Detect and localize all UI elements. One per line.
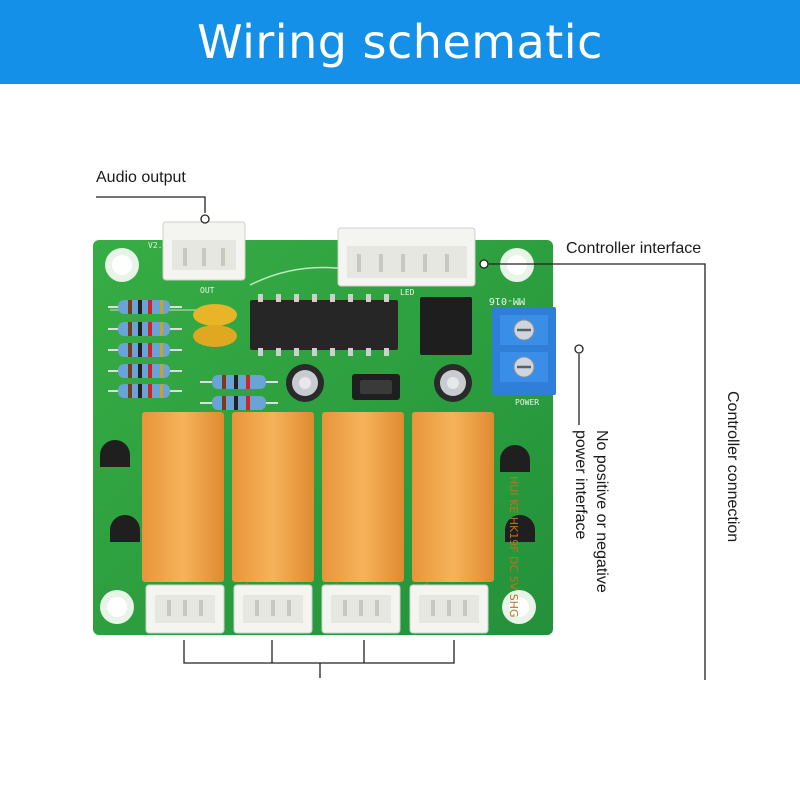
mounting-hole [500,248,534,282]
transistor [110,515,140,542]
resistor-bank [108,300,278,410]
electrolytic-capacitor [434,364,472,402]
mounting-hole [100,590,134,624]
page-title: Wiring schematic [197,15,603,69]
out-silk-label: OUT [200,286,215,295]
input-connector [145,584,225,634]
controller-connection-label: Controller connection [724,391,741,543]
audio-output-label: Audio output [96,169,186,186]
relay: HUI KE HK19F DC 5V SHG [412,412,520,617]
input-connector [321,584,401,634]
led-silk-label: LED [400,288,415,297]
svg-text:HUI KE HK19F DC 5V SHG: HUI KE HK19F DC 5V SHG [507,476,520,617]
power-terminal-block [492,307,556,395]
audio-output-connector [162,221,246,281]
power-interface-label-line2: power interface [572,430,589,540]
power-interface-label-line1: No positive or negative [593,430,610,593]
ceramic-capacitors [193,304,237,347]
mounting-hole [105,248,139,282]
ic-chip [250,294,398,356]
transistor [500,445,530,472]
transistor [100,440,130,467]
mounting-hole [502,590,536,624]
regulator-chip [420,297,472,355]
header-banner [0,0,800,84]
audio-output-leader [96,196,206,213]
version-silk-label: V2.0 [148,241,167,250]
controller-interface-connector [337,227,476,287]
transistor [505,515,535,542]
bottom-bracket [183,640,455,664]
crystal-component [352,374,400,400]
controller-connection-leader [489,263,706,680]
model-silk-label: MM-016 [489,295,525,306]
electrolytic-capacitor [286,364,324,402]
input-connector [233,584,313,634]
controller-interface-label: Controller interface [566,240,702,257]
input-connector [409,584,489,634]
callout-lines [96,196,706,680]
power-silk-label: POWER [515,398,539,407]
